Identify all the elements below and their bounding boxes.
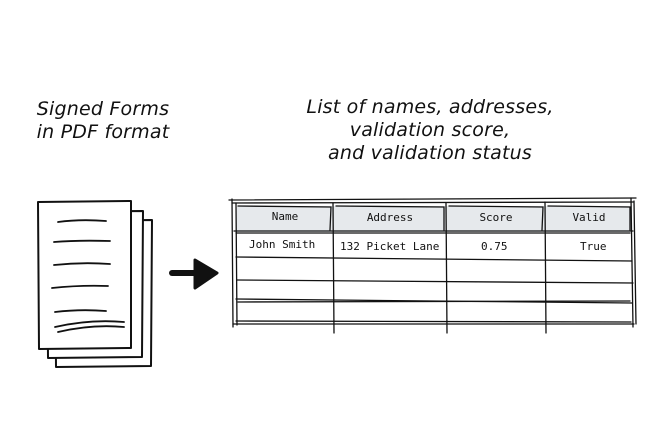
right-arrow-icon xyxy=(169,258,219,290)
table-left-border xyxy=(231,198,234,328)
pdf-forms-caption-line-2: in PDF format xyxy=(36,121,170,143)
header-valid: Valid xyxy=(572,211,606,224)
cell-address: 132 Picket Lane xyxy=(340,240,440,253)
table-header-background xyxy=(237,206,632,232)
output-list-caption-line-3: and validation status xyxy=(328,142,532,164)
pdf-forms-caption: Signed Forms in PDF format xyxy=(18,98,188,144)
header-address: Address xyxy=(366,211,414,224)
output-list-caption-line-1: List of names, addresses, xyxy=(306,96,554,118)
cell-valid: True xyxy=(580,240,607,253)
output-list-caption-line-2: validation score, xyxy=(349,119,511,141)
table-top-border xyxy=(228,197,637,201)
cell-score: 0.75 xyxy=(481,240,508,253)
output-list-caption: List of names, addresses, validation sco… xyxy=(280,96,580,165)
table-right-border xyxy=(630,197,634,328)
header-name: Name xyxy=(271,210,299,223)
text-line xyxy=(57,219,107,223)
pdf-forms-caption-line-1: Signed Forms xyxy=(36,98,170,120)
cell-name: John Smith xyxy=(249,238,316,251)
row-divider xyxy=(235,256,633,262)
header-score: Score xyxy=(479,211,513,224)
column-divider xyxy=(332,202,335,334)
